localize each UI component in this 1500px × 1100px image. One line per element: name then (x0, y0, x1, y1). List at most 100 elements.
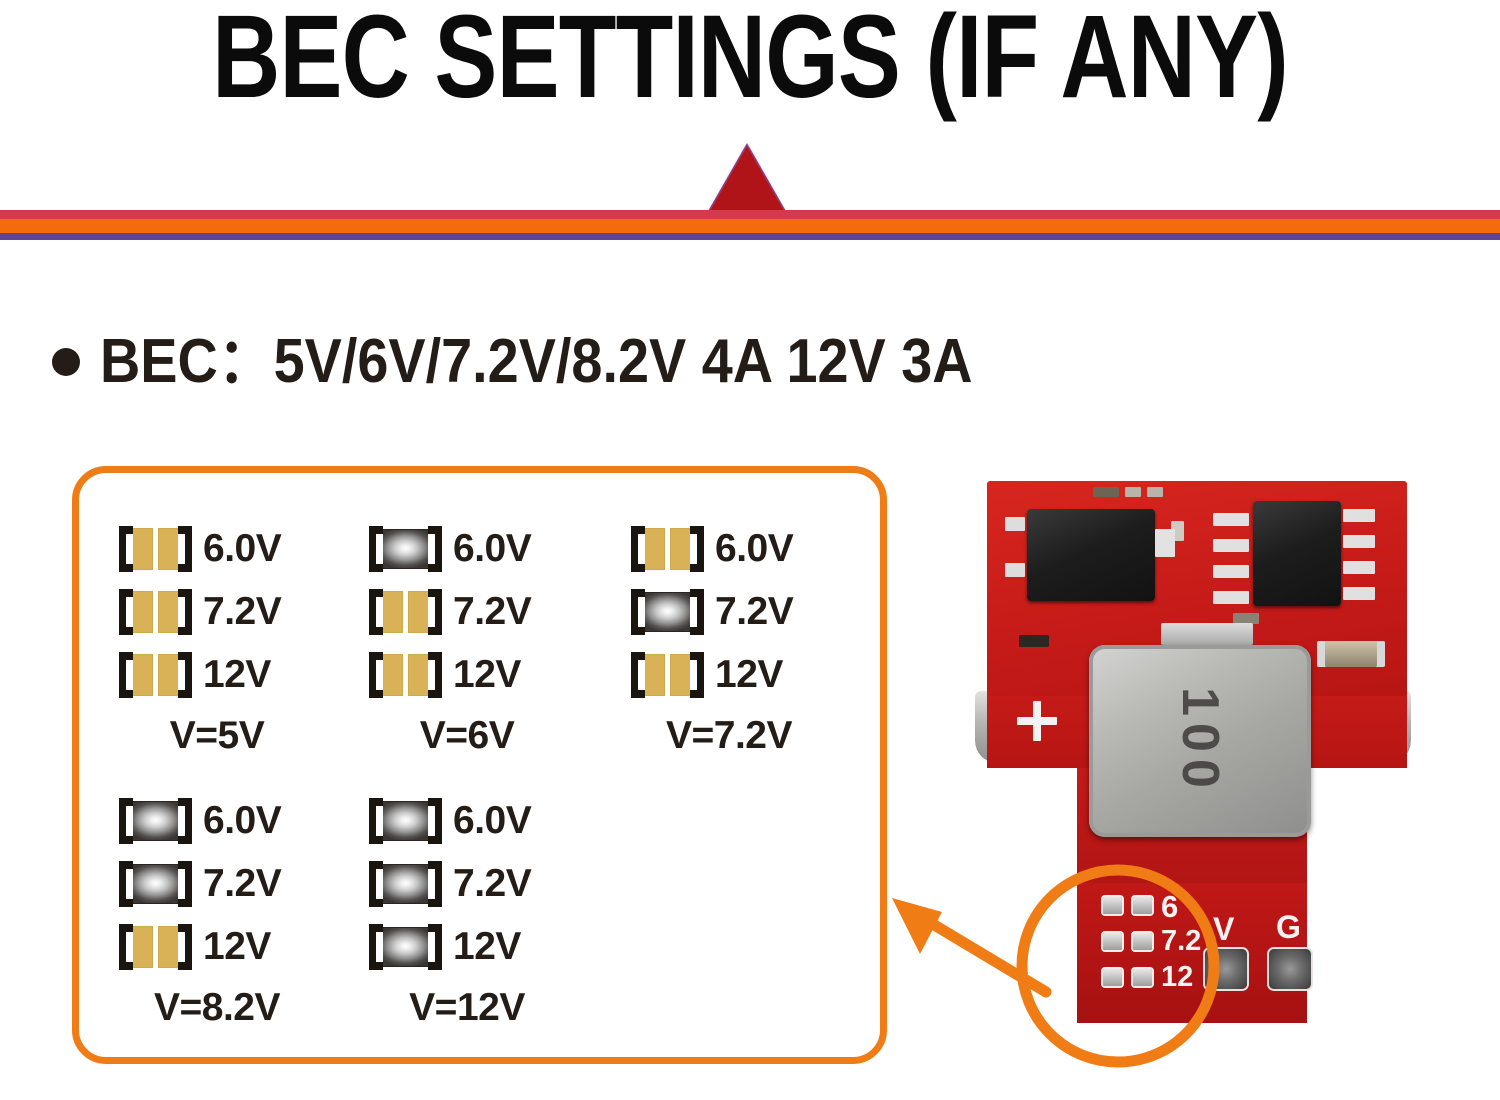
jumper-row-label: 12V (453, 925, 521, 968)
jumper-bracket-notch-right (690, 597, 697, 627)
jumper-row-label: 6.0V (715, 527, 794, 570)
jumper-pad-6-a (1103, 897, 1122, 914)
jumper-bracket-notch-left (638, 597, 645, 627)
jumper-open-icon (369, 589, 442, 635)
jumper-bracket-notch-right (178, 932, 185, 962)
silkscreen-plus-marking (1017, 701, 1057, 741)
terminal-pad-g (1269, 949, 1311, 989)
jumper-shorted-icon (369, 798, 442, 844)
jumper-bracket-notch-left (376, 660, 383, 690)
jumper-row: 7.2V (369, 856, 565, 912)
jumper-row-label: 7.2V (453, 862, 532, 905)
jumper-group-v-12v: 6.0V 7.2V 12V V=12V (369, 793, 565, 1029)
jumper-open-icon (631, 652, 704, 698)
jumper-bracket-notch-left (376, 597, 383, 627)
fet-lead-pad (1343, 587, 1375, 600)
jumper-row: 6.0V (369, 793, 565, 849)
jumper-bracket-notch-left (126, 660, 133, 690)
jumper-row: 7.2V (631, 584, 827, 640)
jumper-row-label: 7.2V (715, 590, 794, 633)
jumper-open-icon (119, 652, 192, 698)
jumper-bracket-notch-left (126, 932, 133, 962)
fet-lead-pad (1213, 565, 1249, 578)
jumper-pad-12-b (1133, 969, 1152, 986)
pad-label-12: 12 (1161, 961, 1194, 993)
jumper-row-label: 7.2V (203, 862, 282, 905)
jumper-bracket-notch-right (428, 534, 435, 564)
jumper-row: 12V (369, 647, 565, 703)
divider-group (0, 0, 1500, 245)
jumper-bracket-notch-left (638, 660, 645, 690)
jumper-bracket-notch-right (178, 869, 185, 899)
divider-stripe-crimson (0, 210, 1500, 219)
fet-lead-pad (1155, 529, 1175, 557)
jumper-row: 6.0V (369, 521, 565, 577)
power-inductor: 100 (1089, 645, 1311, 837)
jumper-row: 12V (369, 919, 565, 975)
fet-lead-pad (1213, 539, 1249, 552)
title-bar: BEC SETTINGS (IF ANY) (0, 0, 1500, 140)
jumper-bracket-notch-left (638, 534, 645, 564)
jumper-row: 12V (119, 919, 315, 975)
pad-label-6: 6 (1161, 889, 1179, 924)
jumper-bracket-notch-left (376, 932, 383, 962)
jumper-bracket-notch-right (428, 660, 435, 690)
jumper-bracket-notch-left (126, 806, 133, 836)
jumper-cap-icon (372, 864, 439, 904)
jumper-bracket-notch-left (376, 534, 383, 564)
jumper-row: 6.0V (119, 521, 315, 577)
fet-lead-pad (1343, 535, 1375, 548)
terminal-label-v: V (1213, 911, 1235, 947)
solder-strip (1161, 623, 1253, 645)
jumper-open-icon (369, 652, 442, 698)
jumper-cap-icon (372, 529, 439, 569)
jumper-row-label: 12V (453, 653, 521, 696)
smd-resistor (1093, 487, 1119, 497)
jumper-row: 6.0V (631, 521, 827, 577)
jumper-row: 6.0V (119, 793, 315, 849)
jumper-row-label: 12V (203, 653, 271, 696)
page-title: BEC SETTINGS (IF ANY) (212, 0, 1289, 123)
jumper-open-icon (119, 589, 192, 635)
jumper-row-label: 6.0V (453, 799, 532, 842)
fet-lead-pad (1213, 513, 1249, 526)
jumper-bracket-notch-left (126, 869, 133, 899)
jumper-row-label: 12V (715, 653, 783, 696)
jumper-shorted-icon (631, 589, 704, 635)
jumper-cap-icon (122, 801, 189, 841)
terminal-label-g: G (1276, 909, 1301, 945)
highlight-circle-icon (1016, 864, 1220, 1068)
fet-lead-pad (1005, 563, 1025, 577)
fet-lead-pad (1213, 591, 1249, 604)
jumper-shorted-icon (369, 526, 442, 572)
jumper-row: 12V (119, 647, 315, 703)
jumper-open-icon (119, 526, 192, 572)
fet-lead-pad (1005, 517, 1025, 531)
jumper-bracket-notch-right (690, 660, 697, 690)
divider-stripe-purple (0, 233, 1500, 240)
pcb-photo: 100 6 7.2 12 V G (965, 465, 1420, 1080)
mosfet-left (1027, 509, 1155, 601)
jumper-group-caption: V=5V (169, 714, 265, 757)
fet-lead-pad (1343, 509, 1375, 522)
jumper-cap-icon (372, 801, 439, 841)
smd-capacitor-large (1317, 641, 1385, 667)
jumper-row-label: 6.0V (453, 527, 532, 570)
jumper-bracket-notch-right (178, 660, 185, 690)
jumper-bracket-notch-right (178, 597, 185, 627)
jumper-bracket-notch-right (428, 932, 435, 962)
jumper-open-icon (119, 924, 192, 970)
jumper-group-caption: V=12V (409, 986, 525, 1029)
jumper-row-label: 6.0V (203, 527, 282, 570)
jumper-pad-6-b (1133, 897, 1152, 914)
jumper-bracket-notch-right (428, 869, 435, 899)
jumper-bracket-notch-left (126, 597, 133, 627)
jumper-pad-72-b (1133, 933, 1152, 950)
jumper-shorted-icon (119, 861, 192, 907)
mosfet-right (1253, 501, 1341, 606)
jumper-shorted-icon (369, 861, 442, 907)
